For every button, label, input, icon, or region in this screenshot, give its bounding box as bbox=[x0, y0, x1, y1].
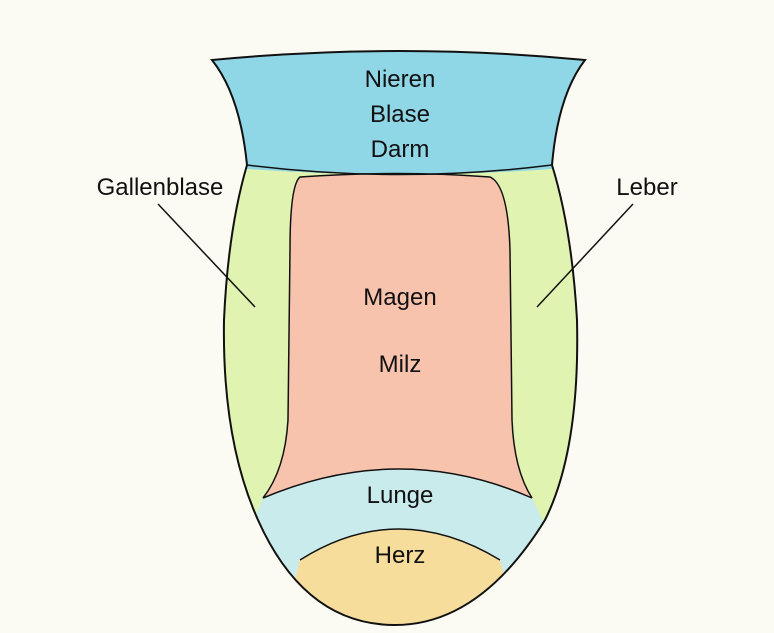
top-zone-border bbox=[246, 164, 553, 176]
center-zone-border bbox=[262, 172, 533, 499]
label-lunge: Lunge bbox=[367, 482, 434, 509]
zone-borders bbox=[246, 164, 553, 561]
label-leber: Leber bbox=[616, 174, 677, 201]
label-milz: Milz bbox=[379, 351, 422, 378]
label-nieren: Nieren bbox=[365, 66, 436, 93]
lunge-zone-border bbox=[262, 468, 533, 499]
label-herz: Herz bbox=[375, 542, 426, 569]
gallenblase-leader-line bbox=[157, 203, 256, 308]
leader-lines bbox=[157, 203, 634, 308]
label-gallenblase: Gallenblase bbox=[97, 174, 224, 201]
tongue-outline bbox=[210, 50, 587, 627]
herz-zone-border bbox=[299, 528, 501, 561]
label-magen: Magen bbox=[363, 284, 436, 311]
tongue-zones bbox=[212, 51, 585, 625]
label-darm: Darm bbox=[371, 136, 430, 163]
leber-leader-line bbox=[536, 203, 634, 308]
label-blase: Blase bbox=[370, 101, 430, 128]
zone-magen-milz bbox=[263, 173, 532, 498]
zone-nieren-blase-darm bbox=[212, 51, 585, 175]
zone-labels: Nieren Blase Darm Magen Milz Lunge Herz … bbox=[97, 66, 678, 569]
